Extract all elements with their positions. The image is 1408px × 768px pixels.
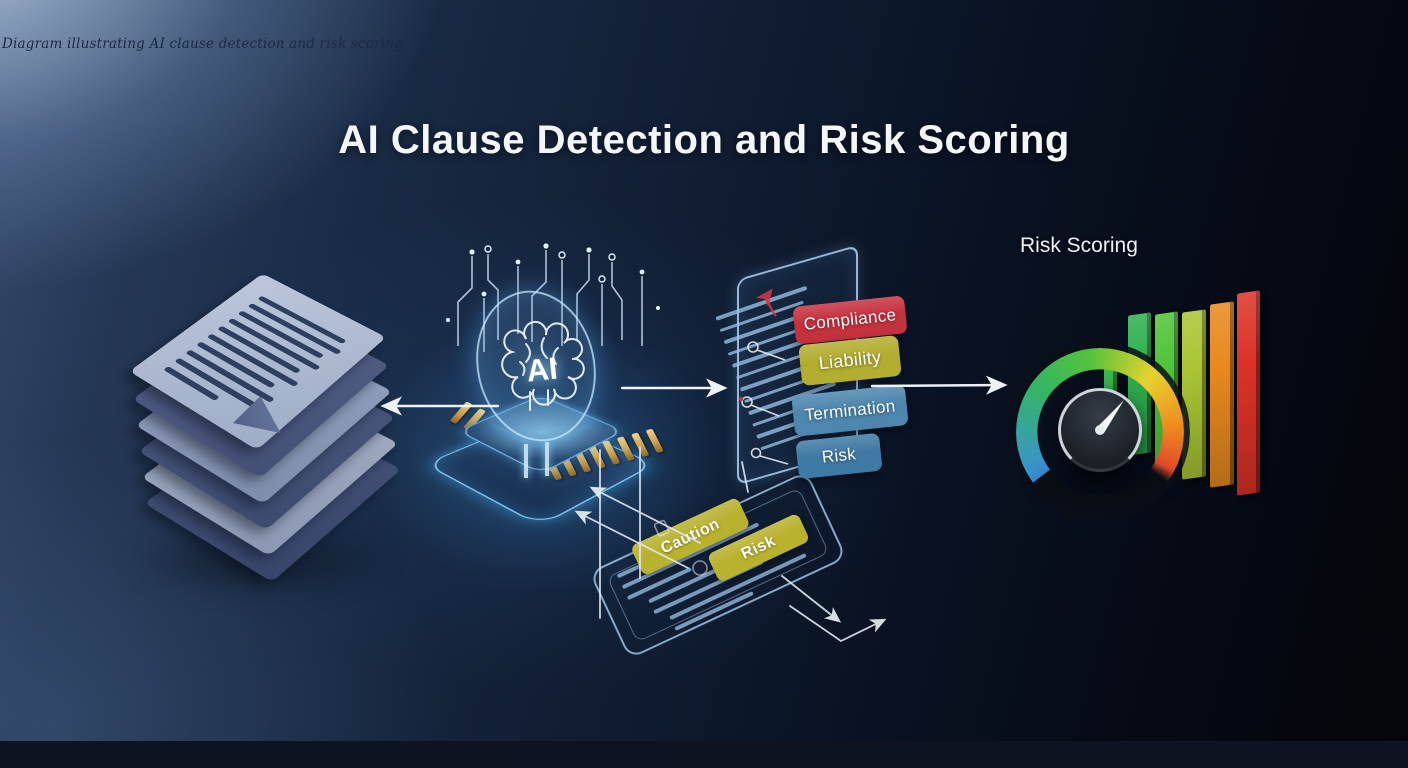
gauge-needle-pivot <box>1095 425 1105 435</box>
image-caption: Diagram illustrating AI clause detection… <box>2 36 403 52</box>
document-stack-icon <box>100 252 430 592</box>
hologram-glow <box>472 404 612 460</box>
risk-bar <box>1210 301 1234 488</box>
clause-tag-label: Risk <box>820 444 857 467</box>
risk-scoring-label: Risk Scoring <box>1020 234 1138 257</box>
clause-tag-risk: Risk <box>795 432 883 480</box>
doc-text-line <box>257 295 347 345</box>
hologram-stem <box>545 442 549 476</box>
risk-bar <box>1237 290 1260 496</box>
chip-ai-label: AI <box>524 350 560 389</box>
brain-icon <box>501 320 585 411</box>
doc-text-line <box>247 303 342 355</box>
gauge-needle-hub <box>1058 388 1142 472</box>
page-title: AI Clause Detection and Risk Scoring <box>338 118 1070 162</box>
clause-tag-label: Termination <box>803 395 897 425</box>
clause-tag-label: Liability <box>817 346 883 374</box>
arrow-out-up-right <box>789 605 887 643</box>
circuit-traces-icon <box>446 243 660 352</box>
letterbox-bottom <box>0 741 1408 768</box>
hologram-stem <box>524 444 528 478</box>
doc-text-line <box>227 318 321 371</box>
clause-tag-label: Compliance <box>802 305 898 334</box>
